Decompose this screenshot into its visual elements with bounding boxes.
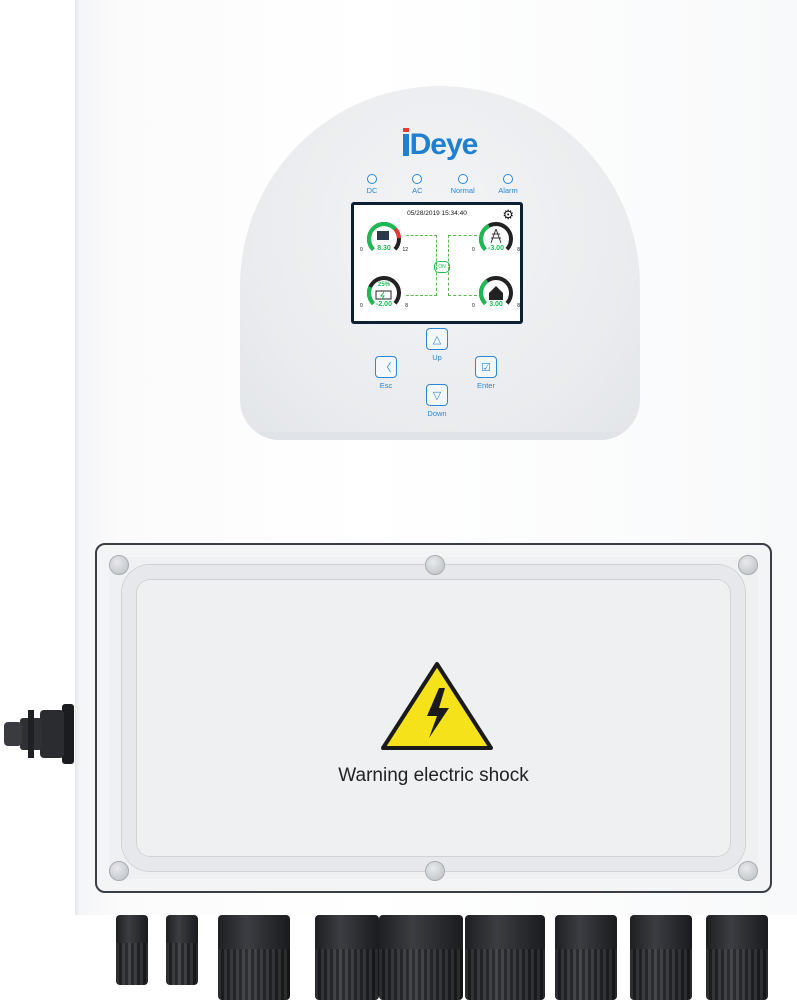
- gauge-arc: [479, 222, 513, 256]
- screw-icon: [109, 555, 129, 575]
- bottom-connectors: [100, 915, 770, 1000]
- up-button[interactable]: △: [426, 328, 448, 350]
- checkbox-check-icon: ☑: [481, 361, 491, 374]
- mc4-connector: [116, 915, 148, 985]
- lcd-display: 05/28/2019 15:34:40 ⚙ 8.30 0 12: [354, 205, 520, 321]
- chevron-left-icon: 〈: [380, 362, 392, 374]
- control-panel: Deye DC AC Normal Alarm 05/28/2019 15:34…: [240, 86, 640, 440]
- brand-logo: Deye: [240, 128, 640, 162]
- screw-icon: [109, 861, 129, 881]
- screw-icon: [738, 555, 758, 575]
- grid-gauge: -3.00 0 8: [472, 219, 520, 259]
- led-icon: [457, 174, 468, 184]
- cable-gland: [465, 915, 545, 1000]
- house-icon: [489, 286, 503, 300]
- indicator-alarm: Alarm: [486, 174, 530, 195]
- screw-icon: [425, 861, 445, 881]
- pv-flow-line: [406, 235, 437, 266]
- load-value: 3.00: [489, 301, 503, 308]
- up-label: Up: [432, 353, 442, 362]
- cable-gland: [630, 915, 692, 1000]
- side-connector-knob: [4, 704, 74, 764]
- battery-max: 8: [405, 303, 408, 309]
- indicator-normal: Normal: [441, 174, 485, 195]
- gauge-arc: [367, 276, 401, 310]
- cable-gland: [218, 915, 290, 1000]
- grid-flow-line: [448, 235, 477, 266]
- screw-icon: [425, 555, 445, 575]
- esc-button[interactable]: 〈: [375, 356, 397, 378]
- down-button[interactable]: ▽: [426, 384, 448, 406]
- load-gauge: 3.00 0 8: [472, 273, 520, 313]
- pv-value: 8.30: [377, 245, 391, 252]
- pv-max: 12: [402, 247, 408, 253]
- load-max: 8: [517, 303, 520, 309]
- enter-button[interactable]: ☑: [475, 356, 497, 378]
- triangle-down-icon: ▽: [432, 389, 442, 402]
- cabinet-edge: [75, 0, 81, 915]
- grid-max: 8: [517, 247, 520, 253]
- transmission-tower-icon: [490, 228, 502, 244]
- gear-icon[interactable]: ⚙: [502, 207, 514, 222]
- battery-value: -2.00: [376, 301, 392, 308]
- indicator-label: AC: [412, 186, 423, 195]
- solar-panel-icon: [377, 231, 389, 240]
- datetime-readout: 05/28/2019 15:34:40: [407, 210, 467, 217]
- grid-min: 0: [472, 247, 475, 253]
- battery-flow-line: [406, 267, 437, 296]
- indicator-leds: DC AC Normal Alarm: [350, 174, 530, 195]
- warning-text: Warning electric shock: [338, 765, 529, 786]
- indicator-ac: AC: [395, 174, 439, 195]
- battery-charging-icon: [375, 290, 392, 300]
- indicator-label: Alarm: [498, 186, 518, 195]
- led-icon: [502, 174, 513, 184]
- down-label: Down: [427, 409, 447, 418]
- status-badge: ON: [434, 261, 450, 273]
- pv-min: 0: [360, 247, 363, 253]
- indicator-dc: DC: [350, 174, 394, 195]
- cable-gland: [315, 915, 379, 1000]
- load-flow-line: [448, 267, 477, 296]
- load-min: 0: [472, 303, 475, 309]
- junction-box-cover: Warning electric shock: [95, 543, 772, 893]
- cable-gland: [555, 915, 617, 1000]
- screw-icon: [738, 861, 758, 881]
- lcd-screen[interactable]: 05/28/2019 15:34:40 ⚙ 8.30 0 12: [351, 202, 523, 324]
- led-icon: [412, 174, 423, 184]
- mc4-connector: [166, 915, 198, 985]
- battery-soc: 25%: [377, 282, 390, 288]
- battery-min: 0: [360, 303, 363, 309]
- esc-label: Esc: [379, 381, 393, 390]
- pv-gauge: 8.30 0 12: [360, 219, 408, 259]
- gauge-arc: [367, 222, 401, 256]
- logo-mark-icon: [402, 128, 409, 156]
- indicator-label: Normal: [450, 186, 475, 195]
- triangle-up-icon: △: [432, 333, 442, 346]
- gauge-arc: [479, 276, 513, 310]
- grid-value: -3.00: [488, 245, 504, 252]
- indicator-label: DC: [366, 186, 378, 195]
- battery-gauge: 25% -2.00 0 8: [360, 273, 408, 313]
- high-voltage-warning-icon: [381, 662, 493, 750]
- led-icon: [367, 174, 377, 184]
- cable-gland: [706, 915, 768, 1000]
- enter-label: Enter: [477, 381, 495, 390]
- cable-gland: [379, 915, 463, 1000]
